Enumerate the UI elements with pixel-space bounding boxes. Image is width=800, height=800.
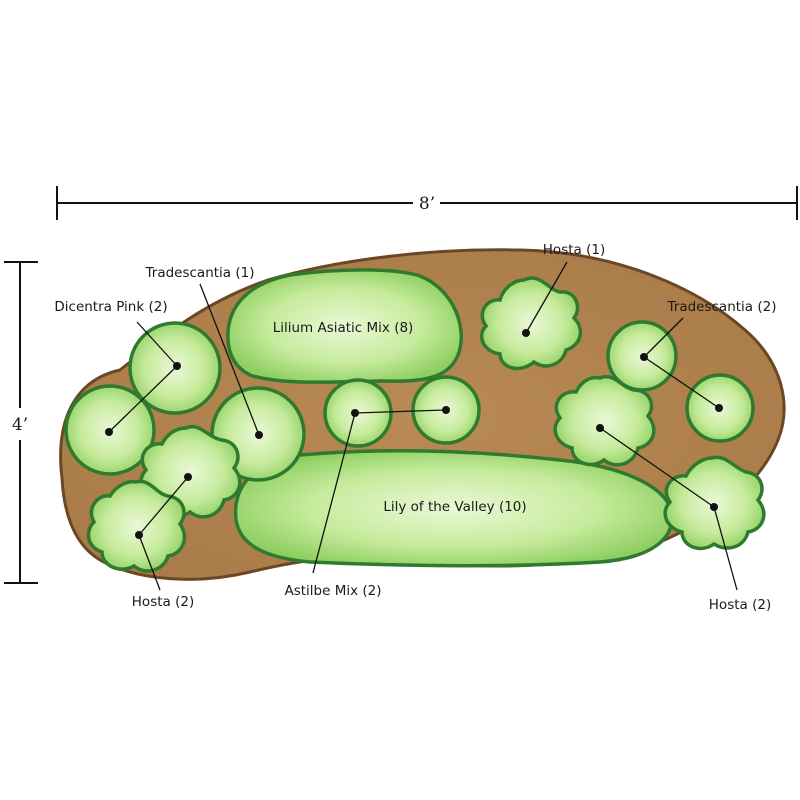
label-hosta-left: Hosta (2) — [132, 594, 194, 610]
hosta-plant — [663, 455, 766, 551]
hosta-plant — [553, 374, 656, 467]
label-dicentra: Dicentra Pink (2) — [54, 299, 167, 315]
label-lilium: Lilium Asiatic Mix (8) — [273, 320, 414, 336]
height-label: 4’ — [12, 415, 28, 435]
label-hosta-right: Hosta (2) — [709, 597, 771, 613]
leader-lines — [105, 261, 738, 591]
height-dimension: 4’ — [4, 261, 38, 584]
label-lily-of-the-valley: Lily of the Valley (10) — [383, 499, 526, 515]
label-tradescantia-left: Tradescantia (1) — [145, 265, 255, 281]
label-astilbe: Astilbe Mix (2) — [284, 583, 381, 599]
lilium-bed — [226, 268, 463, 384]
label-tradescantia-right: Tradescantia (2) — [667, 299, 777, 315]
width-label: 8’ — [419, 194, 435, 214]
hosta-plant — [86, 479, 187, 573]
label-hosta-top: Hosta (1) — [543, 242, 605, 258]
width-dimension: 8’ — [56, 186, 798, 220]
